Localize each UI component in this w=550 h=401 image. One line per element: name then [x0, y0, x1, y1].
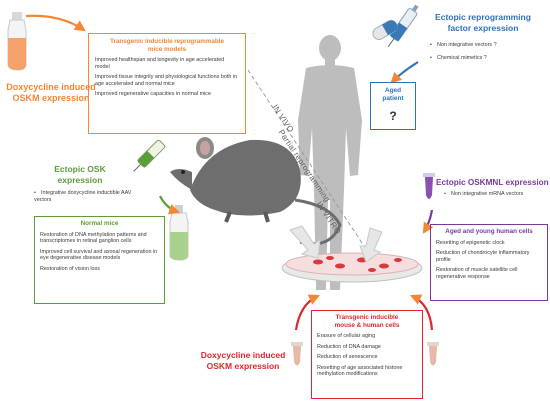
heading-line: factor expression	[447, 23, 519, 33]
capsule-icon	[372, 20, 398, 40]
syringe-icon	[387, 4, 419, 48]
list-item: Improved tissue integrity and physiologi…	[95, 74, 238, 87]
bullet-icon: •	[34, 190, 36, 196]
list-item: Improved healthspan and longevity in age…	[95, 57, 225, 70]
bullet-item: • Chemical mimetics ?	[430, 55, 545, 62]
arrow-icon	[390, 61, 419, 84]
bullet-item: • Non integrative vectors ?	[430, 42, 545, 49]
transgenic-cells-box: Transgenic inducible mouse & human cells…	[311, 310, 423, 399]
list-item: Reduction of DNA damage	[317, 343, 381, 350]
pipette-tube-icon	[291, 342, 303, 366]
ectopic-oskmnl-heading: Ectopic OSKMNL expression	[436, 178, 549, 187]
human-silhouette	[298, 35, 362, 290]
transgenic-mice-box: Transgenic inducible reprogrammable mice…	[88, 33, 246, 134]
bullet-text: Non integrative vectors ?	[437, 42, 497, 48]
vial-icon	[7, 12, 27, 71]
list-item: Resetting of age associated histone meth…	[317, 364, 403, 378]
arrow-icon	[409, 294, 434, 331]
heading-line: Ectopic reprogramming	[435, 12, 531, 22]
doxycycline-oskm-heading-top: Doxycycline induced OSKM expression	[2, 82, 100, 104]
bullet-item: • Non integrative mRNA vectors	[444, 191, 548, 198]
heading-line: Ectopic OSK	[54, 164, 106, 174]
box-title: Aged and young human cells	[445, 228, 533, 235]
list-item: Reduction of senescence	[317, 354, 378, 361]
question-mark: ?	[389, 109, 397, 123]
vial-icon	[169, 205, 189, 261]
list-item: Improved regenerative capacities in norm…	[95, 91, 211, 98]
heading-line: OSKM expression	[206, 361, 280, 371]
bullet-icon: •	[430, 42, 432, 48]
ectopic-osk-heading: Ectopic OSK expression	[40, 164, 120, 185]
arrow-icon	[25, 14, 86, 32]
box-title: mouse & human cells	[334, 321, 400, 329]
arrow-icon	[422, 209, 434, 234]
list-item: Improved cell survival and axonal regene…	[40, 248, 158, 262]
bullet-text: Non integrative mRNA vectors	[451, 191, 524, 197]
list-item: Restoration of muscle satellite cell reg…	[436, 267, 518, 280]
bullet-item: •Integrative doxycycline inductible AAV …	[34, 190, 134, 204]
arrow-icon	[294, 294, 321, 331]
list-item: Resetting of epigenetic clock	[436, 239, 505, 246]
petri-dish-icon	[281, 252, 423, 283]
normal-mice-box: Normal mice Restoration of DNA methylati…	[34, 216, 165, 304]
heading-line: Doxycycline induced	[6, 82, 96, 92]
list-item: Restoration of vision loss	[40, 265, 100, 272]
pipette-tube-icon	[427, 342, 439, 366]
doxycycline-oskm-heading-bottom: Doxycycline induced OSKM expression	[182, 350, 304, 372]
bullet-text: Integrative doxycycline inductible AAV v…	[34, 190, 132, 203]
bullet-icon: •	[430, 55, 432, 61]
bullet-text: Chemical mimetics ?	[437, 55, 487, 61]
heading-line: OSKM expression	[12, 93, 90, 103]
box-title: Transgenic inducible	[335, 314, 399, 321]
box-title: Transgenic inducible reprogrammable	[109, 38, 225, 45]
aged-patient-box: Aged patient ?	[370, 82, 416, 130]
pipette-tube-icon	[423, 173, 435, 199]
patient-label: patient	[382, 95, 404, 102]
arrow-icon	[289, 225, 383, 263]
list-item: Restoration of DNA methylation patterns …	[40, 231, 147, 245]
box-title: Normal mice	[80, 220, 119, 227]
bullet-icon: •	[444, 191, 446, 197]
heading-line: expression	[57, 174, 103, 185]
syringe-icon	[133, 139, 166, 172]
list-item: Erasure of cellular aging	[317, 333, 376, 339]
in-vivo-in-vitro-divider	[247, 69, 369, 253]
ectopic-reprogramming-heading: Ectopic reprogramming factor expression	[418, 12, 548, 34]
patient-label: Aged	[384, 87, 402, 94]
box-title: mice models	[147, 45, 187, 53]
list-item: Reduction of chondrocyte inflammatory pr…	[436, 250, 530, 263]
human-cells-box: Aged and young human cells Resetting of …	[430, 224, 548, 301]
heading-line: Doxycycline induced	[200, 350, 286, 360]
arrow-icon	[159, 195, 181, 215]
